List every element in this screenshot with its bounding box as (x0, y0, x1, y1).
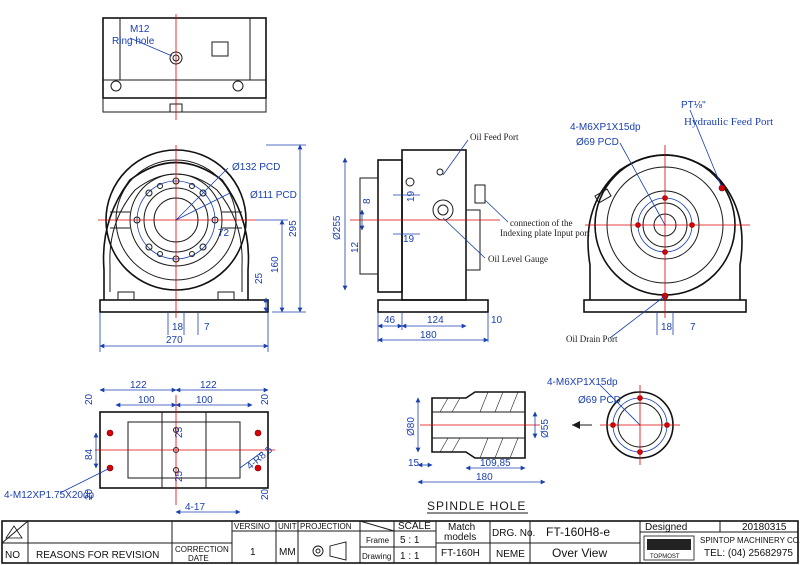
designed-label: Designed (645, 522, 687, 533)
spindle-hole-view: Ø80 Ø55 15 109,85 180 4-M6XP1X15dp Ø69 P… (406, 377, 680, 514)
oil-drain-note: Oil Drain Port (566, 334, 618, 344)
b100a: 100 (138, 395, 155, 406)
ring-hole-note: Ring hole (112, 36, 155, 47)
phi55-dim: Ø55 (540, 419, 551, 438)
dim-46: 46 (384, 315, 396, 326)
version-value: 1 (250, 547, 256, 558)
dim-7-rear: 7 (690, 322, 696, 333)
dim-10: 10 (491, 315, 503, 326)
phi69-spindle-note: Ø69 PCD (578, 395, 621, 406)
s15-dim: 15 (408, 458, 420, 469)
projection-symbol-icon (312, 541, 347, 561)
four-17-note: 4-17 (185, 502, 205, 513)
b20br: 20 (260, 488, 271, 500)
company-tel: TEL: (04) 25682975 (704, 548, 793, 559)
dim-18-rear: 18 (661, 322, 673, 333)
rear-view: 4-M6XP1X15dp Ø69 PCD PT⅛" Hydraulic Feed… (566, 100, 773, 344)
dim-19a: 19 (406, 190, 417, 202)
company-name: SPINTOP MACHINERY CO.,LTD. (700, 536, 800, 545)
scale-header: SCALE (398, 521, 431, 532)
pcd132-dim: Ø132 PCD (232, 162, 280, 173)
name-header: NEME (496, 549, 525, 560)
s109-dim: 109,85 (480, 458, 511, 469)
front-view: Ø132 PCD Ø111 PCD 72 295 160 25 18 7 270 (98, 144, 306, 352)
dim-8: 8 (362, 198, 373, 204)
side-view: Ø255 12 8 19 19 46 124 10 180 Oil Feed P… (332, 132, 590, 343)
spindle-hole-title: SPINDLE HOLE (427, 499, 526, 513)
m12-bottom-note: 4-M12XP1.75X20dp (4, 490, 95, 501)
dim-72: 72 (218, 228, 230, 239)
version-header: VERSINO (234, 522, 270, 531)
phi69-rear-note: Ø69 PCD (576, 137, 619, 148)
dim-25-front: 25 (254, 272, 265, 284)
drg-value: FT-160H8-e (546, 525, 610, 539)
drawing-label: Drawing (362, 552, 391, 561)
phi80-dim: Ø80 (406, 417, 417, 436)
drg-header: DRG. No. (492, 528, 535, 539)
frame-value: 5 : 1 (400, 535, 420, 546)
dim-7-front: 7 (204, 322, 210, 333)
phi255-dim: Ø255 (332, 215, 343, 240)
hydraulic-feed-note: Hydraulic Feed Port (684, 116, 773, 128)
logo-text: TOPMOST (650, 554, 680, 560)
match-header-1: Match (448, 522, 475, 533)
dim-19b: 19 (403, 234, 415, 245)
reasons-label: REASONS FOR REVISION (36, 550, 159, 561)
date-label: DATE (188, 554, 209, 563)
dim-160: 160 (270, 256, 281, 273)
drawing-value: 1 : 1 (400, 551, 420, 562)
company-logo: TOPMOST (643, 535, 695, 561)
b25a: 25 (174, 426, 185, 438)
b20bl: 20 (84, 488, 95, 500)
date-value: 20180315 (742, 522, 787, 533)
match-header-2: models (444, 532, 476, 543)
dim-270: 270 (166, 335, 183, 346)
dim-124: 124 (427, 315, 444, 326)
unit-value: MM (279, 547, 296, 558)
b100b: 100 (196, 395, 213, 406)
b122a: 122 (130, 380, 147, 391)
title-block: NO REASONS FOR REVISION CORRECTION DATE … (1, 520, 800, 564)
dim-295: 295 (288, 220, 299, 237)
oil-feed-port-note: Oil Feed Port (470, 132, 519, 142)
m12-note: M12 (130, 24, 150, 35)
frame-label: Frame (366, 536, 390, 545)
b20tr: 20 (260, 393, 271, 405)
m6-spindle-note: 4-M6XP1X15dp (547, 377, 618, 388)
b20tl: 20 (84, 393, 95, 405)
b25b: 25 (174, 470, 185, 482)
projection-header: PROJECTION (300, 522, 352, 531)
pcd111-dim: Ø111 PCD (250, 190, 297, 201)
bottom-view: 122 122 100 100 20 20 84 20 20 25 25 4-R… (4, 380, 275, 515)
dim-12: 12 (350, 241, 361, 253)
oil-level-gauge-note: Oil Level Gauge (488, 254, 548, 264)
connection-note-line1: connection of the (510, 218, 572, 228)
match-value: FT-160H (441, 548, 480, 559)
correction-label: CORRECTION (175, 545, 229, 554)
b84: 84 (84, 448, 95, 460)
connection-note-line2: Indexing plate Input port (500, 228, 590, 238)
name-value: Over View (552, 546, 607, 560)
dim-180-side: 180 (420, 330, 437, 341)
b122b: 122 (200, 380, 217, 391)
dim-18-front: 18 (172, 322, 184, 333)
unit-header: UNIT (278, 522, 297, 531)
top-view: M12 Ring hole (102, 14, 267, 120)
m6-rear-note: 4-M6XP1X15dp (570, 122, 641, 133)
no-label: NO (5, 550, 20, 561)
s180-dim: 180 (476, 472, 493, 483)
pt-note: PT⅛" (681, 100, 706, 111)
